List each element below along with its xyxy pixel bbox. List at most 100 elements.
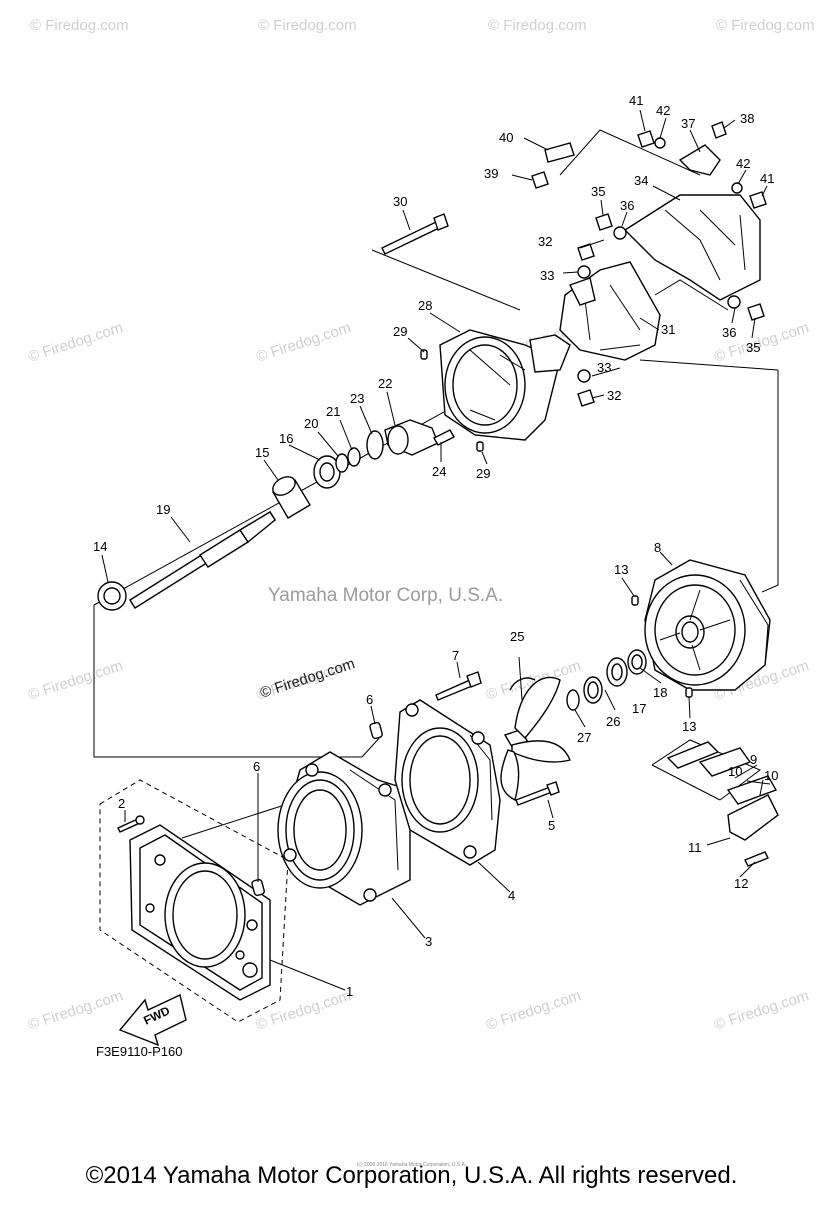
drive-shaft (129, 511, 276, 609)
callout-26: 26 (606, 714, 620, 729)
callout-12: 12 (734, 876, 748, 891)
watermark: © Firedog.com (488, 17, 587, 34)
callout-42b: 42 (736, 156, 750, 171)
callout-10b: 10 (764, 768, 778, 783)
callout-37: 37 (681, 116, 695, 131)
seals-26-17-18 (583, 649, 647, 704)
watermark: © Firedog.com (26, 657, 125, 704)
watermark: © Firedog.com (712, 987, 811, 1034)
pin-29 (420, 349, 428, 360)
bolt-24 (433, 429, 455, 446)
callout-35a: 35 (591, 184, 605, 199)
callout-28: 28 (418, 298, 432, 313)
housing-ring (277, 751, 411, 906)
callout-36b: 36 (722, 325, 736, 340)
callout-16: 16 (279, 431, 293, 446)
callout-6b: 6 (366, 692, 373, 707)
callout-31: 31 (661, 322, 675, 337)
center-watermark: Yamaha Motor Corp, U.S.A. (268, 585, 503, 606)
watermark: © Firedog.com (254, 319, 353, 366)
watermark: © Firedog.com (716, 17, 815, 34)
callout-7: 7 (452, 648, 459, 663)
callout-29b: 29 (476, 466, 490, 481)
callout-25: 25 (510, 629, 524, 644)
watermark: © Firedog.com (30, 17, 129, 34)
bolts-32 (577, 243, 595, 407)
callout-11: 11 (688, 840, 702, 855)
copyright-footer: ©2014 Yamaha Motor Corporation, U.S.A. A… (85, 1162, 738, 1189)
callout-27: 27 (577, 730, 591, 745)
callout-39: 39 (484, 166, 498, 181)
callout-19: 19 (156, 502, 170, 517)
washer-20 (335, 453, 349, 473)
callout-9: 9 (750, 752, 757, 767)
callout-13a: 13 (614, 562, 628, 577)
callout-1: 1 (346, 984, 353, 999)
site-credit: © Firedog.com (258, 655, 357, 702)
callout-20: 20 (304, 416, 318, 431)
sleeve-15 (272, 476, 311, 519)
callout-2: 2 (118, 796, 125, 811)
callout-23: 23 (350, 391, 364, 406)
callout-8: 8 (654, 540, 661, 555)
callout-15: 15 (255, 445, 269, 460)
inspection-cover-assembly (666, 741, 779, 867)
bolt-part-5 (515, 781, 560, 806)
watermark: © Firedog.com (254, 987, 353, 1034)
callout-13b: 13 (682, 719, 696, 734)
tiny-credit: (c) 2008-2016 Yamaha Motor Corporation, … (356, 1162, 467, 1168)
callout-14: 14 (93, 539, 107, 554)
callout-34: 34 (634, 173, 648, 188)
callout-29a: 29 (393, 324, 407, 339)
callout-30: 30 (393, 194, 407, 209)
pin-13 (631, 595, 639, 606)
collars-36 (613, 226, 741, 309)
callout-42a: 42 (656, 103, 670, 118)
callout-6a: 6 (253, 759, 260, 774)
callout-33b: 33 (597, 360, 611, 375)
callout-40: 40 (499, 130, 513, 145)
oil-seal-14 (97, 581, 127, 611)
callout-41b: 41 (760, 171, 774, 186)
cap-22 (384, 419, 439, 456)
intake-duct-plate (129, 824, 271, 1001)
callout-4: 4 (508, 888, 515, 903)
deflector-34 (623, 194, 761, 301)
bolt-part-2 (117, 815, 145, 833)
callout-36a: 36 (620, 198, 634, 213)
callout-10a: 10 (728, 764, 742, 779)
bolts-35 (595, 213, 765, 321)
bolt-30 (381, 213, 449, 255)
pin-29 (476, 441, 484, 452)
callout-3: 3 (425, 934, 432, 949)
o-ring-23 (366, 430, 384, 460)
callout-33a: 33 (540, 268, 554, 283)
o-ring-27 (566, 689, 580, 711)
callout-18: 18 (653, 685, 667, 700)
callout-35b: 35 (746, 340, 760, 355)
pin-13 (685, 687, 693, 698)
dashed-assembly-box (99, 779, 289, 1023)
impeller (500, 676, 571, 802)
part-number-callouts: 1 2 3 4 5 6 6 7 8 9 10 10 11 12 13 13 14… (93, 93, 778, 999)
leader-lines (101, 109, 771, 991)
watermark: © Firedog.com (484, 987, 583, 1034)
steering-linkage (531, 121, 767, 209)
dowel-pins (251, 721, 383, 897)
callout-22: 22 (378, 376, 392, 391)
nozzle-duct-28 (439, 329, 571, 441)
diagram-code: F3E9110-P160 (96, 1044, 183, 1059)
callout-41a: 41 (629, 93, 643, 108)
spacer-21 (347, 447, 361, 467)
callout-17: 17 (632, 701, 646, 716)
callout-21: 21 (326, 404, 340, 419)
bolt-part-7 (435, 671, 482, 701)
callout-32a: 32 (538, 234, 552, 249)
watermark: © Firedog.com (26, 319, 125, 366)
nozzle-31 (559, 261, 661, 361)
callout-24: 24 (432, 464, 446, 479)
forward-direction-arrow: FWD (118, 994, 187, 1047)
callout-5: 5 (548, 818, 555, 833)
